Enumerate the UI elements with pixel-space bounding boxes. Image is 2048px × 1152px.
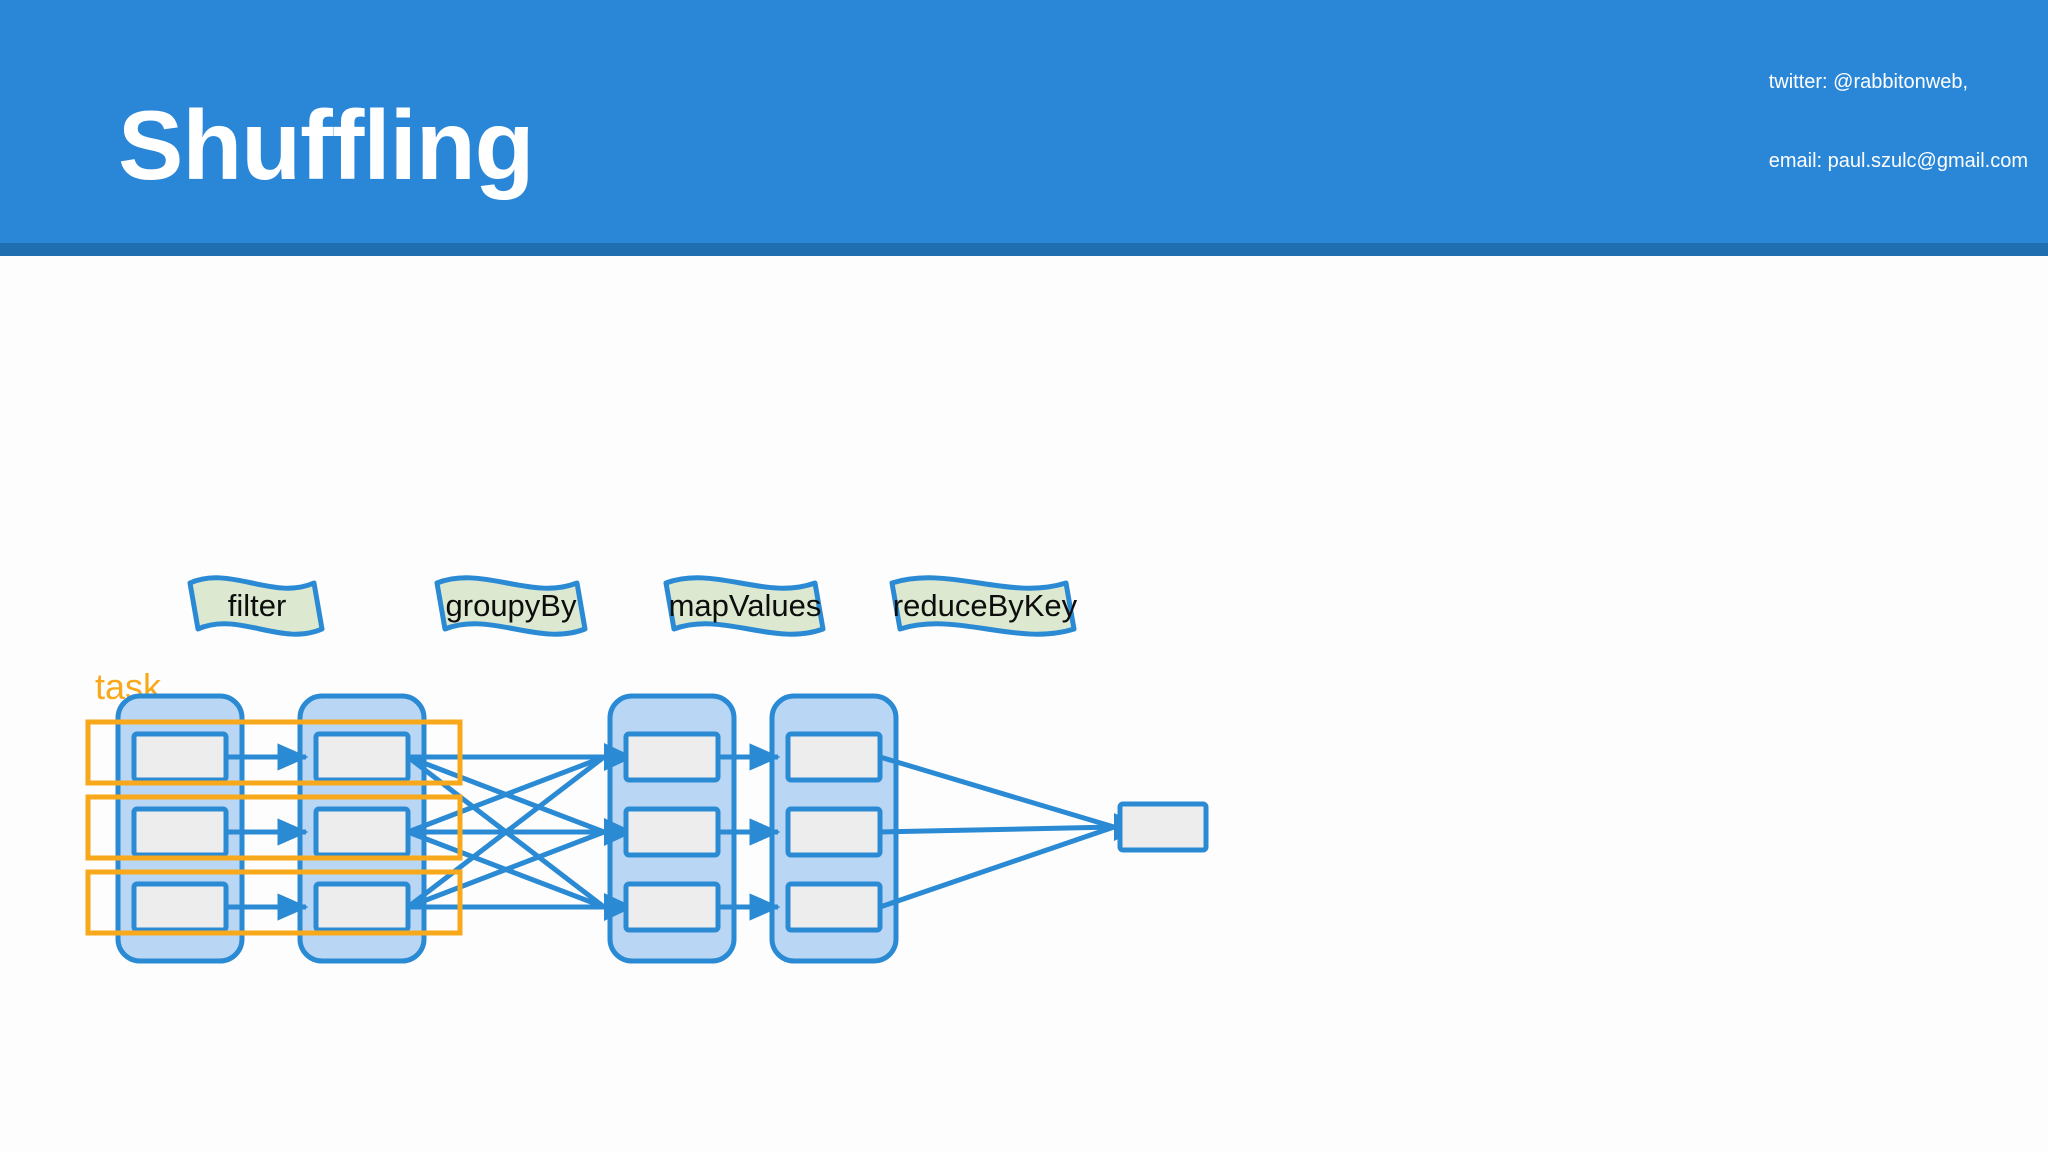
partition-box[interactable] (785, 731, 883, 783)
partition-box[interactable] (313, 731, 411, 783)
shuffle-edge (407, 829, 605, 910)
operation-flag-label: reduceByKey (893, 588, 1078, 623)
partition-box[interactable] (313, 806, 411, 858)
partition-box[interactable] (313, 881, 411, 933)
operation-flag-groupyby[interactable]: groupyBy (434, 575, 588, 637)
task-outline[interactable] (85, 869, 463, 936)
partition-box[interactable] (623, 731, 721, 783)
email-address: email: paul.szulc@gmail.com (1768, 149, 2028, 172)
page-title: Shuffling (118, 90, 535, 200)
shuffle-arrowhead (604, 818, 634, 846)
partition-box[interactable] (131, 806, 229, 858)
slide-body: filter groupyBy mapValues reduceByKey ta… (0, 256, 2048, 1152)
result-node[interactable] (1117, 801, 1209, 853)
task-outline[interactable] (85, 719, 463, 786)
collect-edge (879, 824, 1115, 910)
partition-box[interactable] (131, 731, 229, 783)
twitter-handle: twitter: @rabbitonweb, (1768, 70, 1968, 93)
flag-shape (434, 575, 588, 637)
flag-shape (889, 575, 1077, 637)
flag-shape (187, 575, 325, 637)
task-outlines (85, 719, 463, 936)
collect-edge (879, 754, 1115, 830)
shuffle-arrowhead (604, 893, 634, 921)
operation-flag-label: groupyBy (446, 588, 577, 623)
shuffle-arrowheads (604, 743, 634, 921)
collect-edge (879, 824, 1115, 835)
operation-flag-filter[interactable]: filter (187, 575, 325, 637)
edges-shuffle-stage2-to-stage3 (406, 754, 606, 910)
partition-box[interactable] (131, 881, 229, 933)
shuffle-edge (406, 755, 606, 909)
partition-box[interactable] (785, 806, 883, 858)
operation-flags: filter groupyBy mapValues reduceByKey (187, 575, 1078, 637)
edges-stage3-to-stage4 (718, 743, 781, 921)
partition-box[interactable] (623, 881, 721, 933)
edges-collect-to-result (879, 754, 1144, 910)
operation-flag-label: filter (228, 588, 287, 623)
operation-flag-mapvalues[interactable]: mapValues (663, 575, 826, 637)
task-outline[interactable] (85, 794, 463, 861)
operation-flag-label: mapValues (669, 588, 822, 623)
shuffling-diagram: filter groupyBy mapValues reduceByKey ta… (85, 575, 1209, 964)
shuffle-arrowhead (604, 743, 634, 771)
partition-box[interactable] (623, 806, 721, 858)
flag-shape (663, 575, 826, 637)
slide-header (0, 0, 2048, 243)
edges-stage1-to-stage2 (226, 743, 309, 921)
operation-flag-reducebykey[interactable]: reduceByKey (889, 575, 1078, 637)
partition-boxes (131, 731, 883, 933)
partition-box[interactable] (785, 881, 883, 933)
header-underline-stripe (0, 243, 2048, 256)
contact-info: twitter: @rabbitonweb, email: paul.szulc… (1769, 16, 2028, 201)
shuffle-edge (407, 754, 605, 835)
